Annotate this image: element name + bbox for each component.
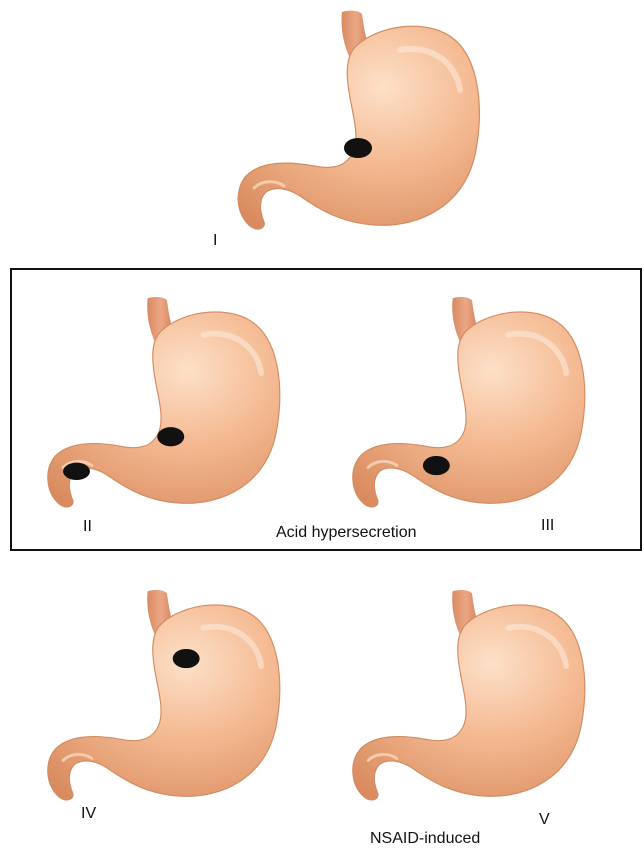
ulcer-lesser-curvature (344, 138, 372, 158)
type-5-label: V (539, 811, 550, 829)
stomach-type-5 (345, 585, 595, 810)
stomach-type-1 (230, 10, 490, 235)
ulcer-duodenum (63, 463, 90, 480)
acid-hypersecretion-label: Acid hypersecretion (276, 524, 417, 542)
type-1-label: I (213, 232, 217, 250)
ulcer-high-lesser-curvature (173, 649, 200, 668)
ulcer-gastric-body (157, 427, 184, 446)
nsaid-induced-label: NSAID-induced (370, 830, 480, 848)
type-2-label: II (83, 518, 92, 536)
type-4-label: IV (81, 805, 96, 823)
stomach-type-3 (345, 292, 595, 517)
stomach-type-2 (40, 292, 290, 517)
stomach-type-4 (40, 585, 290, 810)
type-3-label: III (541, 517, 554, 535)
ulcer-prepyloric (423, 456, 450, 475)
